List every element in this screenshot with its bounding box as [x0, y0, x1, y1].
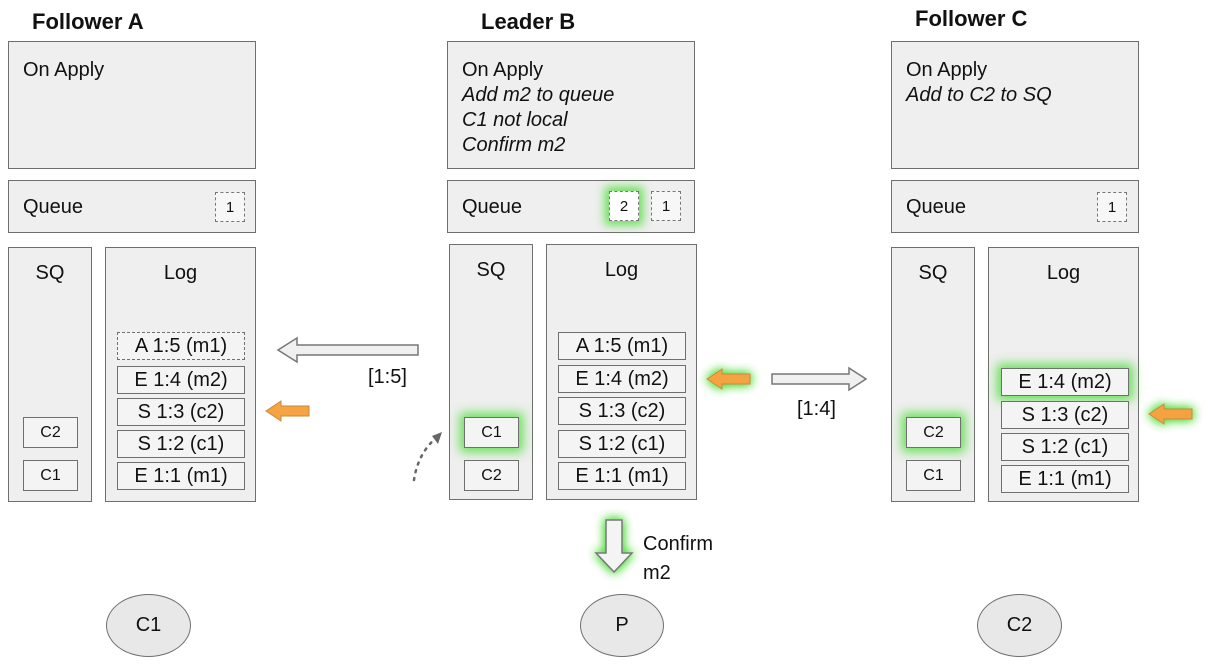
- sq-item-highlighted: C2: [906, 417, 961, 448]
- apply-line: C1 not local: [462, 109, 568, 131]
- sq-label: SQ: [35, 262, 65, 284]
- message-label-b-to-a: [1:5]: [368, 366, 407, 388]
- client-node-c2: C2: [977, 594, 1062, 657]
- log-entry: E 1:1 (m1): [1001, 465, 1129, 493]
- sq-label: SQ: [918, 262, 948, 284]
- apply-text-a: On Apply: [23, 58, 104, 83]
- queue-panel-b: Queue 2 1: [447, 180, 695, 233]
- confirm-arrow: [594, 519, 634, 574]
- log-panel-b: Log A 1:5 (m1) E 1:4 (m2) S 1:3 (c2) S 1…: [546, 244, 697, 500]
- log-entry: S 1:3 (c2): [117, 398, 245, 426]
- sq-item: C2: [23, 417, 78, 448]
- log-entry: E 1:4 (m2): [117, 366, 245, 394]
- sq-panel-a: SQ C2 C1: [8, 247, 92, 502]
- node-title-follower-a: Follower A: [32, 9, 144, 34]
- log-entry: E 1:1 (m1): [117, 462, 245, 490]
- log-entry: E 1:4 (m2): [558, 365, 686, 393]
- sq-item: C1: [906, 460, 961, 491]
- log-entry: S 1:3 (c2): [558, 397, 686, 425]
- sq-item: C1: [23, 460, 78, 491]
- apply-line: Add m2 to queue: [462, 84, 615, 106]
- message-arrow-b-to-c: [771, 366, 868, 392]
- sq-panel-c: SQ C2 C1: [891, 247, 975, 502]
- confirm-label-line: m2: [643, 562, 671, 584]
- log-entry-highlighted: E 1:4 (m2): [1001, 368, 1129, 396]
- log-panel-a: Log A 1:5 (m1) E 1:4 (m2) S 1:3 (c2) S 1…: [105, 247, 256, 502]
- log-label: Log: [163, 262, 198, 284]
- pointer-arrow-b: [706, 368, 751, 390]
- apply-line: Add to C2 to SQ: [906, 84, 1052, 106]
- queue-item: 1: [215, 192, 245, 222]
- apply-panel-b: On Apply Add m2 to queue C1 not local Co…: [447, 41, 695, 169]
- sq-label: SQ: [476, 259, 506, 281]
- apply-text-c: On Apply Add to C2 to SQ: [906, 58, 1052, 108]
- queue-label: Queue: [462, 196, 523, 218]
- confirm-label-line: Confirm: [643, 533, 714, 555]
- log-entry: A 1:5 (m1): [558, 332, 686, 360]
- apply-title: On Apply: [462, 59, 544, 81]
- apply-line: Confirm m2: [462, 134, 566, 156]
- log-entry: S 1:3 (c2): [1001, 401, 1129, 429]
- client-node-c1: C1: [106, 594, 191, 657]
- confirm-label: Confirm m2: [643, 530, 713, 588]
- pointer-arrow-a: [265, 400, 310, 422]
- apply-title: On Apply: [906, 59, 988, 81]
- message-label-b-to-c: [1:4]: [797, 398, 836, 420]
- apply-panel-a: On Apply: [8, 41, 256, 169]
- queue-item-highlighted: 2: [609, 191, 639, 221]
- queue-item: 1: [651, 191, 681, 221]
- log-panel-c: Log E 1:4 (m2) S 1:3 (c2) S 1:2 (c1) E 1…: [988, 247, 1139, 502]
- log-entry: S 1:2 (c1): [117, 430, 245, 458]
- dotted-arrow-head: [432, 432, 442, 444]
- sq-panel-b: SQ C1 C2: [449, 244, 533, 500]
- client-node-p: P: [580, 594, 664, 657]
- dotted-move-arrow: [412, 436, 438, 482]
- node-title-follower-c: Follower C: [915, 6, 1028, 31]
- queue-label: Queue: [906, 196, 967, 218]
- log-entry: S 1:2 (c1): [1001, 433, 1129, 461]
- queue-item: 1: [1097, 192, 1127, 222]
- log-entry: A 1:5 (m1): [117, 332, 245, 360]
- apply-title: On Apply: [23, 59, 105, 81]
- apply-panel-c: On Apply Add to C2 to SQ: [891, 41, 1139, 169]
- sq-item-highlighted: C1: [464, 417, 519, 448]
- queue-panel-c: Queue 1: [891, 180, 1139, 233]
- node-title-leader-b: Leader B: [481, 9, 576, 34]
- sq-item: C2: [464, 460, 519, 491]
- log-entry: S 1:2 (c1): [558, 430, 686, 458]
- apply-text-b: On Apply Add m2 to queue C1 not local Co…: [462, 58, 614, 158]
- queue-label: Queue: [23, 196, 84, 218]
- message-arrow-b-to-a: [276, 336, 419, 364]
- pointer-arrow-c: [1148, 403, 1193, 425]
- log-label: Log: [604, 259, 639, 281]
- log-entry: E 1:1 (m1): [558, 462, 686, 490]
- log-label: Log: [1046, 262, 1081, 284]
- queue-panel-a: Queue 1: [8, 180, 256, 233]
